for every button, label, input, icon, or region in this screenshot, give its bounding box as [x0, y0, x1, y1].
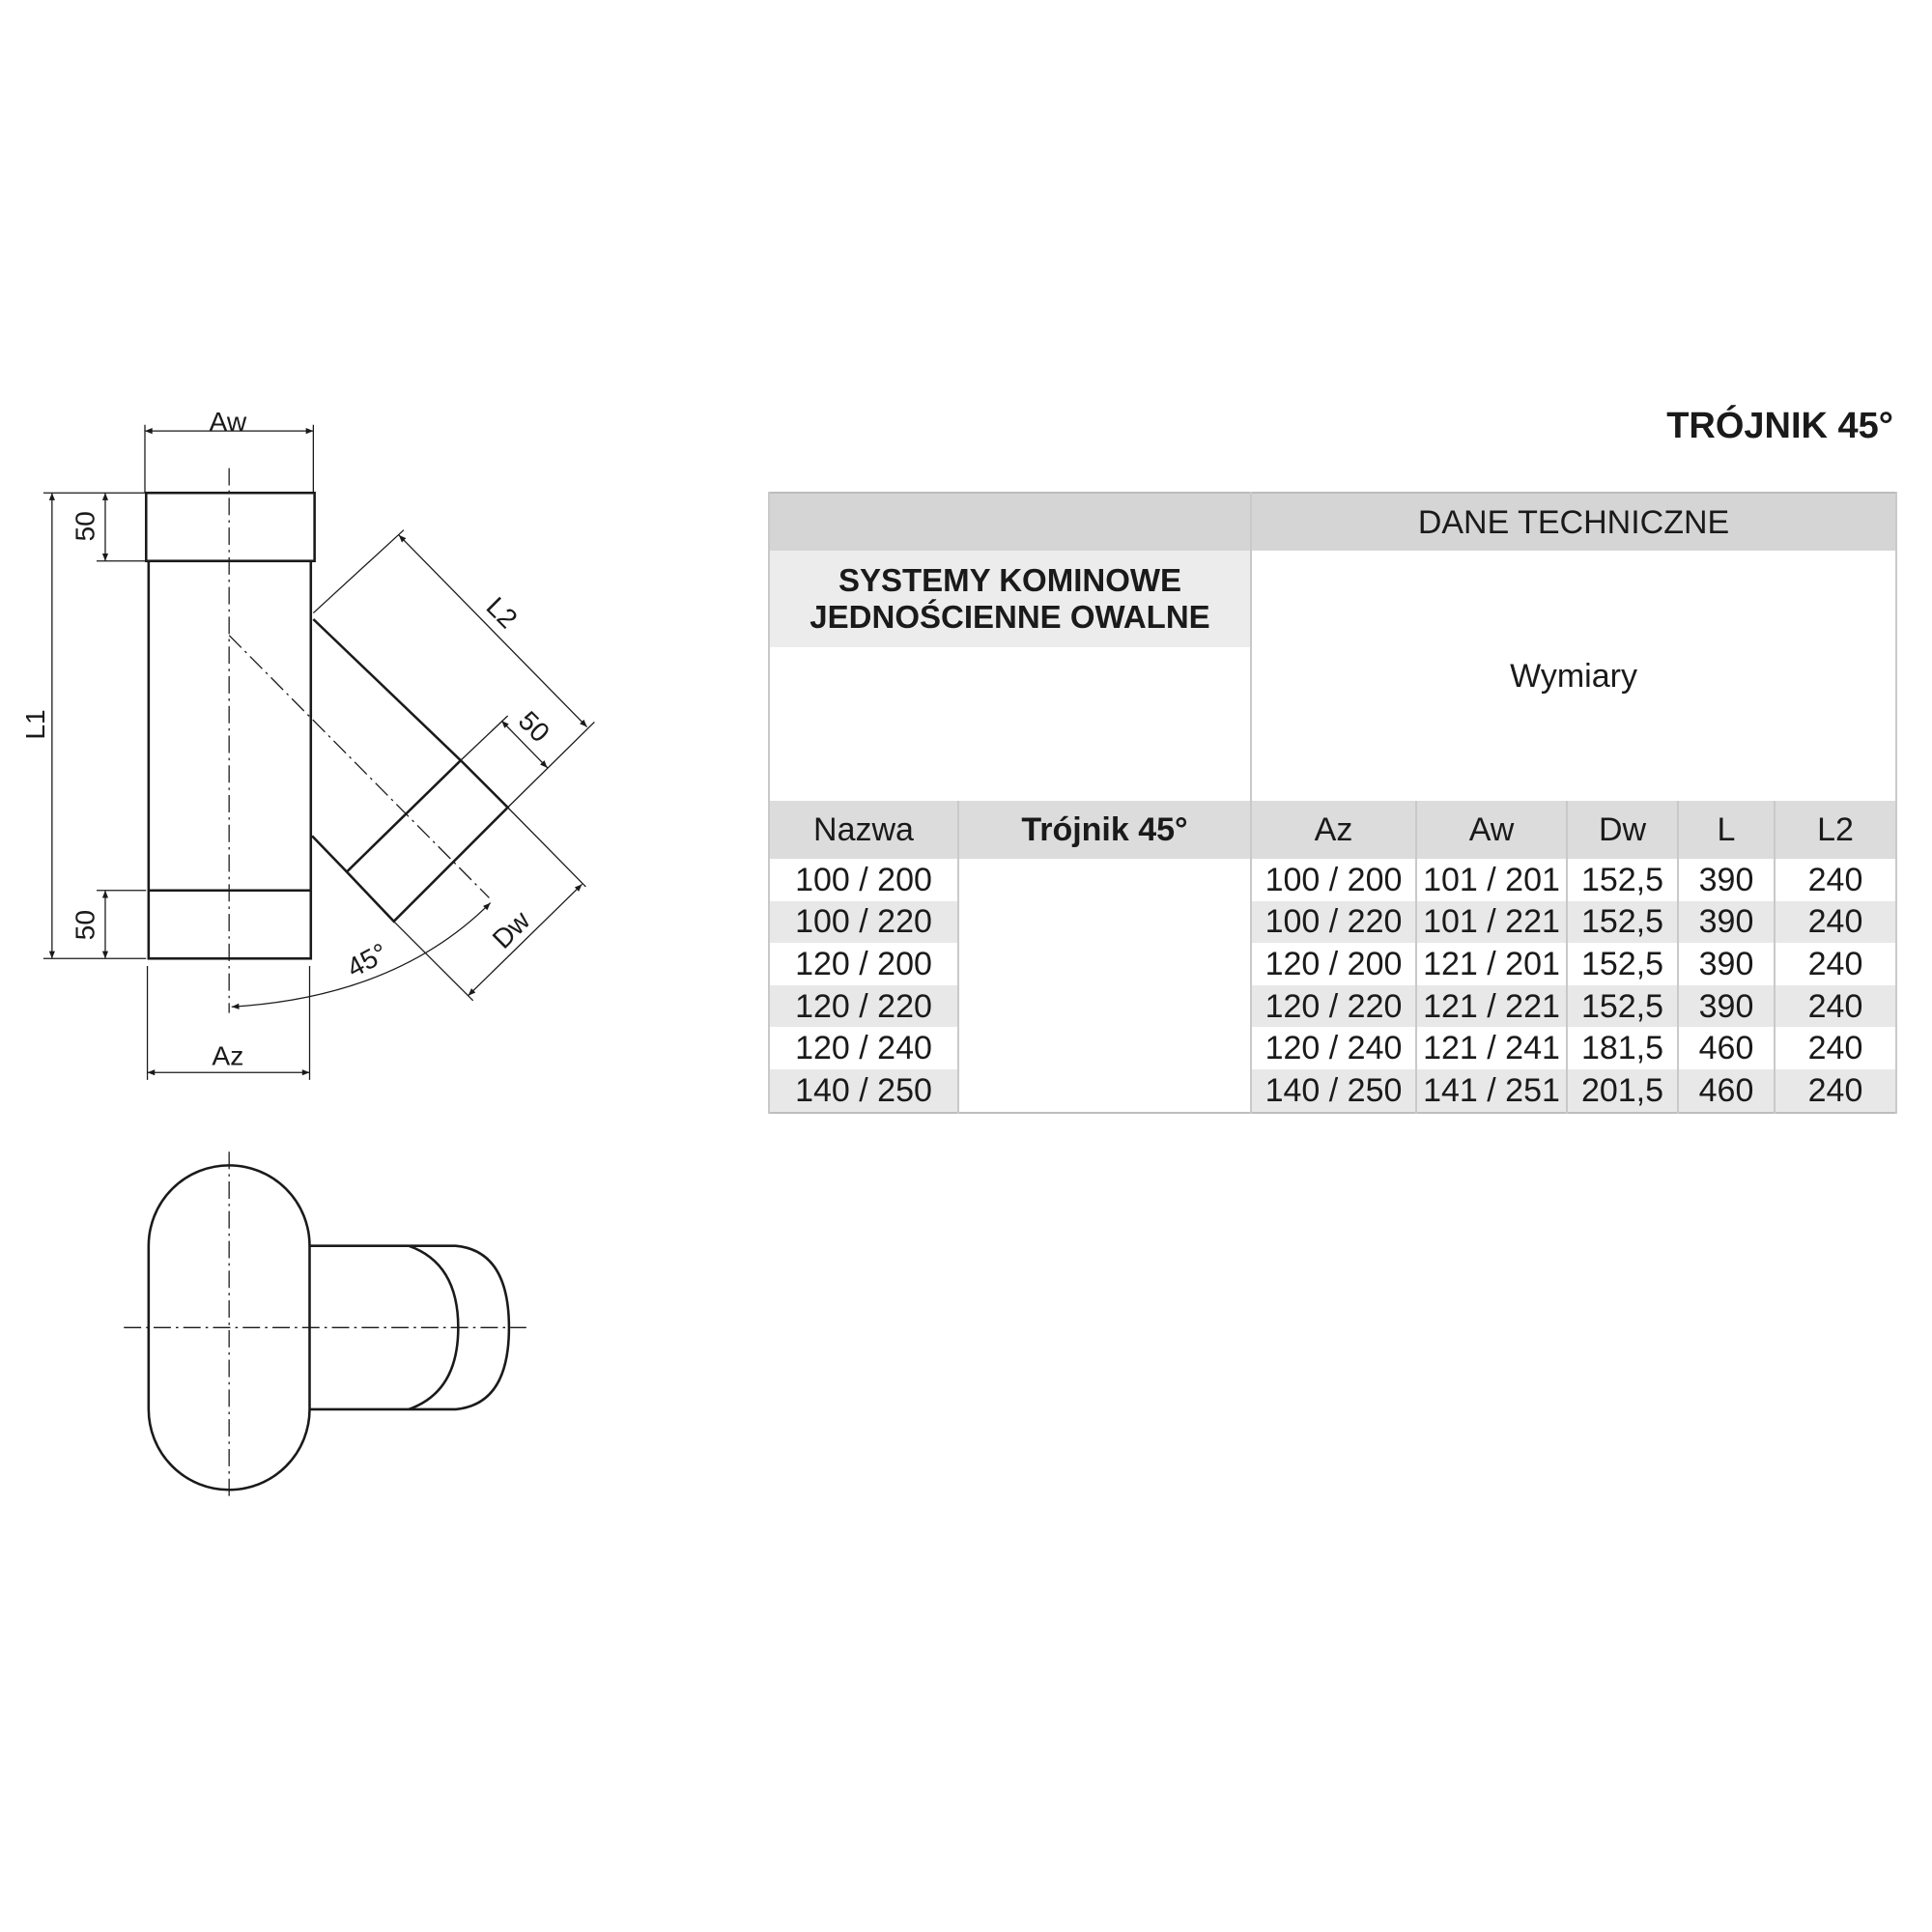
product-merged-cell	[957, 859, 1252, 1113]
cell-l2: 240	[1773, 1027, 1898, 1069]
label-az: Az	[212, 1040, 243, 1071]
system-title-line1: SYSTEMY KOMINOWE	[838, 562, 1182, 599]
col-product: Trójnik 45°	[957, 801, 1252, 859]
cell-l2: 240	[1773, 859, 1898, 901]
col-l2: L2	[1773, 801, 1898, 859]
cell-aw: 141 / 251	[1415, 1068, 1568, 1113]
cell-l: 390	[1677, 900, 1776, 944]
product-title: TRÓJNIK 45°	[1666, 406, 1893, 446]
cell-nazwa: 120 / 200	[768, 943, 959, 985]
system-title-line2: JEDNOŚCIENNE OWALNE	[810, 599, 1210, 635]
cell-dw: 152,5	[1566, 984, 1679, 1028]
label-aw: Aw	[210, 406, 247, 437]
column-header-row: Nazwa Trójnik 45° Az Aw Dw L L2	[768, 801, 1898, 859]
side-view	[43, 424, 595, 1080]
col-az: Az	[1250, 801, 1417, 859]
label-50-bottom: 50	[69, 910, 99, 940]
cell-az: 100 / 200	[1250, 859, 1417, 901]
cell-dw: 152,5	[1566, 943, 1679, 985]
label-dw: Dw	[486, 904, 536, 954]
section-header: DANE TECHNICZNE	[1249, 493, 1898, 551]
top-socket	[144, 491, 316, 563]
cell-nazwa: 120 / 240	[768, 1027, 959, 1069]
label-l2: L2	[480, 591, 524, 635]
cell-az: 120 / 220	[1250, 984, 1417, 1028]
col-aw: Aw	[1415, 801, 1568, 859]
cell-nazwa: 140 / 250	[768, 1068, 959, 1113]
cell-l: 390	[1677, 943, 1776, 985]
label-angle: 45°	[342, 937, 393, 983]
label-50-top: 50	[69, 511, 99, 541]
cell-az: 120 / 240	[1250, 1027, 1417, 1069]
cell-aw: 101 / 201	[1415, 859, 1568, 901]
cell-dw: 152,5	[1566, 859, 1679, 901]
blank-cell	[768, 647, 1252, 801]
cell-l2: 240	[1773, 984, 1898, 1028]
cell-l2: 240	[1773, 900, 1898, 944]
col-l: L	[1677, 801, 1776, 859]
cell-l2: 240	[1773, 943, 1898, 985]
dimensions-label: Wymiary	[1249, 551, 1898, 801]
cell-az: 140 / 250	[1250, 1068, 1417, 1113]
cell-l2: 240	[1773, 1068, 1898, 1113]
cell-l: 460	[1677, 1068, 1776, 1113]
cell-aw: 101 / 221	[1415, 900, 1568, 944]
cell-dw: 201,5	[1566, 1068, 1679, 1113]
branch	[311, 618, 510, 923]
cell-l: 390	[1677, 859, 1776, 901]
cell-az: 100 / 220	[1250, 900, 1417, 944]
cell-nazwa: 100 / 200	[768, 859, 959, 901]
cell-dw: 181,5	[1566, 1027, 1679, 1069]
blank-header-cell	[768, 493, 1252, 551]
cell-nazwa: 100 / 220	[768, 900, 959, 944]
label-l1: L1	[19, 709, 50, 739]
cell-aw: 121 / 221	[1415, 984, 1568, 1028]
cell-az: 120 / 200	[1250, 943, 1417, 985]
col-nazwa: Nazwa	[768, 801, 959, 859]
cell-nazwa: 120 / 220	[768, 984, 959, 1028]
cell-dw: 152,5	[1566, 900, 1679, 944]
cell-l: 390	[1677, 984, 1776, 1028]
cell-aw: 121 / 241	[1415, 1027, 1568, 1069]
col-dw: Dw	[1566, 801, 1679, 859]
top-view	[124, 1151, 526, 1501]
label-50-branch: 50	[513, 704, 556, 748]
cell-l: 460	[1677, 1027, 1776, 1069]
cell-aw: 121 / 201	[1415, 943, 1568, 985]
